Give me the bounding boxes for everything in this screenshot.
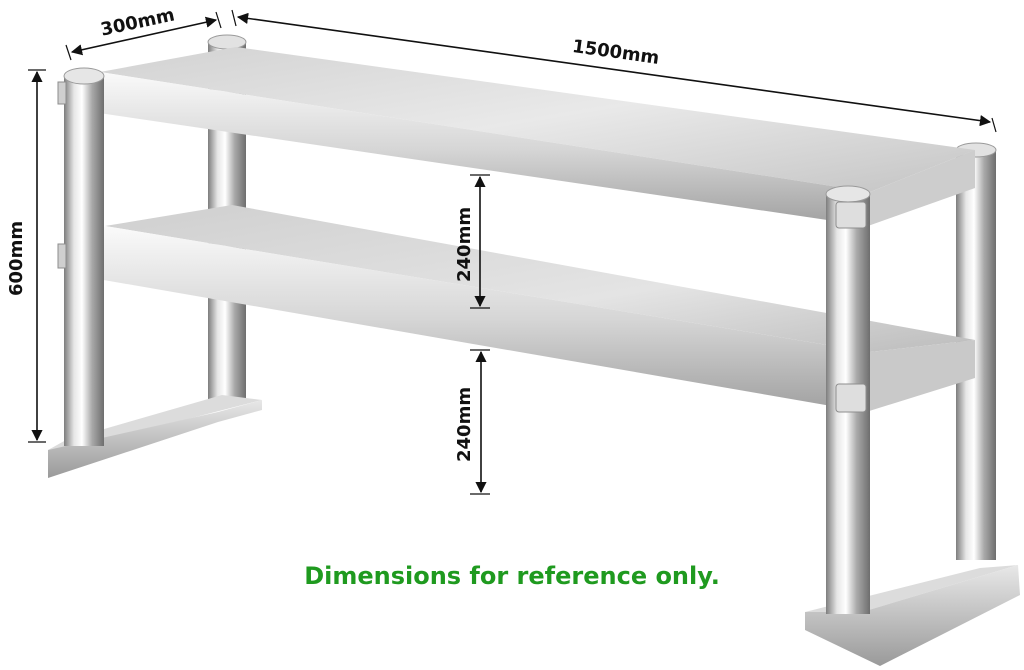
front-right-bracket-upper [835,201,867,229]
front-left-cap [63,67,105,85]
front-left-bracket-lower [57,243,67,269]
lower-shelf-surface [105,205,975,352]
length-label: 1500mm [571,36,661,69]
lower-shelf-front-lip [92,226,870,412]
length-dimension-line [236,12,992,127]
depth-dimension-line [70,16,218,56]
reference-note: Dimensions for reference only. [304,562,720,590]
length-extension-left [231,9,237,27]
gap-upper-label: 240mm [454,207,475,282]
height-label: 600mm [6,221,27,296]
back-left-cap [207,34,247,50]
front-left-post [64,76,104,446]
front-left-bracket-upper [57,81,67,105]
gap-lower-label: 240mm [454,387,475,462]
left-foot-front [48,400,262,478]
lower-shelf-side-lip [866,340,975,412]
right-foot-front [805,565,1020,666]
length-extension-right [991,117,997,133]
depth-label: 300mm [99,5,177,41]
depth-extension-left [65,44,72,61]
front-right-bracket-lower [835,383,867,413]
top-shelf-side-lip [868,150,975,226]
front-right-cap [825,185,871,203]
depth-extension-right [215,11,222,29]
